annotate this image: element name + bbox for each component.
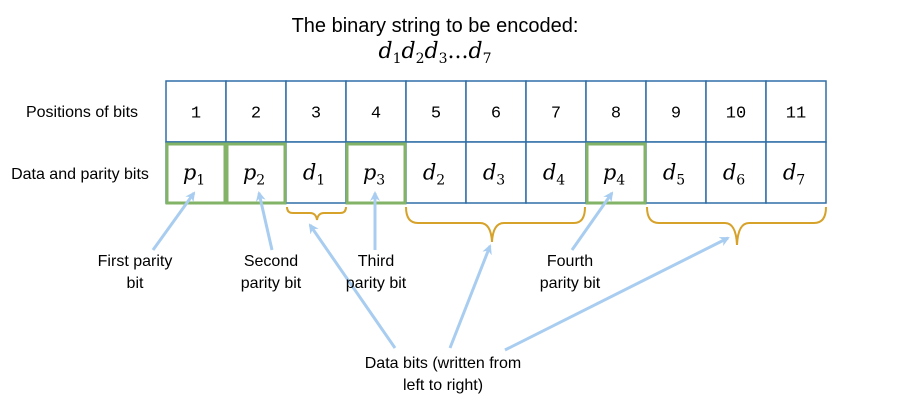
parity-highlight-1 bbox=[165, 142, 227, 205]
bit-cell-10 bbox=[705, 141, 767, 204]
bit-label-11: d7 bbox=[783, 161, 805, 189]
position-label-1: 1 bbox=[191, 105, 201, 124]
position-cell-8 bbox=[585, 80, 647, 143]
bit-letter-6: d bbox=[483, 161, 496, 185]
bit-letter-9: d bbox=[663, 161, 676, 185]
position-cells: 1 2 3 4 5 6 7 8 9 10 11 bbox=[165, 80, 827, 143]
bit-letter-10: d bbox=[723, 161, 736, 185]
row-label-data-parity: Data and parity bits bbox=[11, 166, 149, 183]
parity-highlight-2 bbox=[225, 142, 287, 205]
bit-letter-4: p bbox=[363, 161, 376, 185]
label-second-parity-2: parity bit bbox=[241, 275, 302, 292]
bit-label-8: p4 bbox=[603, 161, 625, 189]
title-d2-letter: d bbox=[401, 39, 415, 64]
label-fourth-parity-2: parity bit bbox=[540, 275, 601, 292]
arrow-second-parity bbox=[255, 191, 274, 251]
bit-label-10: d6 bbox=[723, 161, 745, 189]
bit-letter-2: p bbox=[243, 161, 256, 185]
arrow-data-d5-d7 bbox=[504, 236, 730, 352]
position-label-10: 10 bbox=[726, 105, 746, 124]
bit-letter-11: d bbox=[783, 161, 796, 185]
bit-letter-7: d bbox=[543, 161, 556, 185]
bit-label-9: d5 bbox=[663, 161, 685, 189]
bit-cell-7 bbox=[525, 141, 587, 204]
label-fourth-parity-1: Fourth bbox=[547, 253, 593, 270]
title-ellipsis: ... bbox=[448, 39, 469, 64]
position-cell-2 bbox=[225, 80, 287, 143]
bit-label-4: p3 bbox=[363, 161, 385, 189]
bit-sub-7: 4 bbox=[556, 173, 565, 189]
label-first-parity-2: bit bbox=[127, 275, 144, 292]
arrow-fourth-parity bbox=[570, 191, 614, 251]
position-cell-11 bbox=[765, 80, 827, 143]
bit-sub-11: 7 bbox=[796, 173, 805, 189]
bit-label-2: p2 bbox=[243, 161, 265, 189]
bit-cell-1 bbox=[165, 141, 227, 204]
bit-sub-9: 5 bbox=[676, 173, 685, 189]
position-cell-6 bbox=[465, 80, 527, 143]
label-data-bits-1: Data bits (written from bbox=[365, 355, 521, 372]
position-label-2: 2 bbox=[251, 105, 261, 124]
bit-letter-5: d bbox=[423, 161, 436, 185]
position-label-4: 4 bbox=[371, 105, 381, 124]
label-second-parity-1: Second bbox=[244, 253, 298, 270]
title-d3-letter: d bbox=[425, 39, 439, 64]
bit-sub-4: 3 bbox=[376, 173, 385, 189]
bit-cell-11 bbox=[765, 141, 827, 204]
bit-cell-3 bbox=[285, 141, 347, 204]
bit-label-5: d2 bbox=[423, 161, 445, 189]
brace-d2-d4 bbox=[405, 206, 586, 243]
bit-label-7: d4 bbox=[543, 161, 565, 189]
position-label-9: 9 bbox=[671, 105, 681, 124]
position-cell-1 bbox=[165, 80, 227, 143]
arrow-data-d2-d4 bbox=[448, 244, 492, 349]
arrow-first-parity bbox=[151, 191, 196, 251]
title-d3-sub: 3 bbox=[439, 51, 448, 67]
bit-sub-10: 6 bbox=[736, 173, 745, 189]
title-d1-letter: d bbox=[378, 39, 392, 64]
title-d1-sub: 1 bbox=[393, 51, 402, 67]
bit-label-1: p1 bbox=[183, 161, 205, 189]
bit-label-6: d3 bbox=[483, 161, 505, 189]
brace-d5-d7 bbox=[646, 206, 827, 246]
position-label-6: 6 bbox=[491, 105, 501, 124]
label-first-parity-1: First parity bbox=[98, 253, 173, 270]
bit-label-3: d1 bbox=[303, 161, 325, 189]
title-d2-sub: 2 bbox=[416, 51, 425, 67]
title-line-2: d1d2d3...d7 bbox=[378, 39, 491, 67]
bit-cell-9 bbox=[645, 141, 707, 204]
bit-sub-8: 4 bbox=[616, 173, 625, 189]
label-data-bits-2: left to right) bbox=[403, 377, 483, 394]
position-label-11: 11 bbox=[786, 105, 806, 124]
title-d7-sub: 7 bbox=[483, 51, 492, 67]
arrow-data-d1 bbox=[308, 223, 397, 349]
row-label-positions: Positions of bits bbox=[26, 104, 138, 121]
position-label-7: 7 bbox=[551, 105, 561, 124]
position-label-8: 8 bbox=[611, 105, 621, 124]
bit-sub-5: 2 bbox=[436, 173, 445, 189]
bit-letter-1: p bbox=[183, 161, 196, 185]
bit-sub-2: 2 bbox=[256, 173, 265, 189]
bit-sub-3: 1 bbox=[316, 173, 325, 189]
bit-cell-6 bbox=[465, 141, 527, 204]
label-third-parity-2: parity bit bbox=[346, 275, 407, 292]
bit-sub-1: 1 bbox=[196, 173, 205, 189]
position-label-3: 3 bbox=[311, 105, 321, 124]
label-third-parity-1: Third bbox=[358, 253, 394, 270]
bit-cell-5 bbox=[405, 141, 467, 204]
position-cell-10 bbox=[705, 80, 767, 143]
parity-highlight-8 bbox=[585, 142, 647, 205]
bit-letter-8: p bbox=[603, 161, 616, 185]
position-label-5: 5 bbox=[431, 105, 441, 124]
brace-d1 bbox=[286, 206, 347, 221]
title-line-1: The binary string to be encoded: bbox=[292, 15, 579, 37]
title-d7-letter: d bbox=[469, 39, 483, 64]
bit-sub-6: 3 bbox=[496, 173, 505, 189]
bit-letter-3: d bbox=[303, 161, 316, 185]
